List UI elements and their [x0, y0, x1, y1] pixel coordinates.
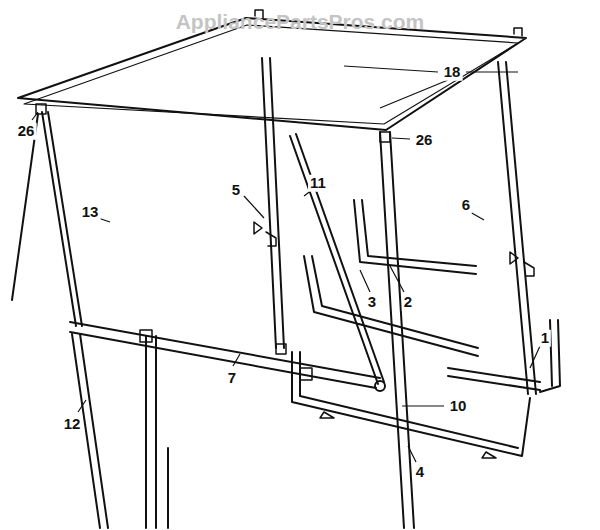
foot — [320, 412, 496, 458]
window-sill — [70, 322, 380, 388]
center-post — [262, 58, 284, 348]
latch — [254, 222, 276, 246]
callout-number: 13 — [80, 204, 101, 221]
lower-post — [146, 336, 168, 528]
callout-number: 3 — [366, 294, 378, 311]
front-left-post — [42, 112, 82, 326]
callout-number: 11 — [308, 175, 328, 192]
support-bracket — [304, 256, 478, 356]
watermark: AppliancePartsPros.com — [174, 10, 427, 33]
l-bracket — [448, 320, 560, 392]
callout-number: 4 — [414, 464, 426, 481]
callout-number: 26 — [414, 132, 435, 149]
latch — [510, 252, 534, 276]
lower-frame — [292, 352, 530, 456]
callout-number: 26 — [16, 123, 37, 140]
brace-end — [375, 381, 385, 391]
leader-line — [78, 190, 540, 462]
leader-line — [32, 112, 410, 139]
callout-number: 6 — [460, 197, 472, 214]
support-bracket — [354, 200, 476, 274]
callout-number: 7 — [226, 370, 238, 387]
callout-number: 5 — [230, 182, 242, 199]
rear-post — [498, 62, 536, 394]
clip — [36, 10, 522, 142]
callout-number: 12 — [62, 416, 83, 433]
callout-number: 18 — [442, 64, 463, 81]
callout-number: 1 — [539, 330, 551, 347]
lower-left-post — [12, 114, 108, 528]
callout-number: 2 — [402, 294, 414, 311]
callout-number: 10 — [448, 398, 469, 415]
leader-line — [344, 66, 518, 108]
